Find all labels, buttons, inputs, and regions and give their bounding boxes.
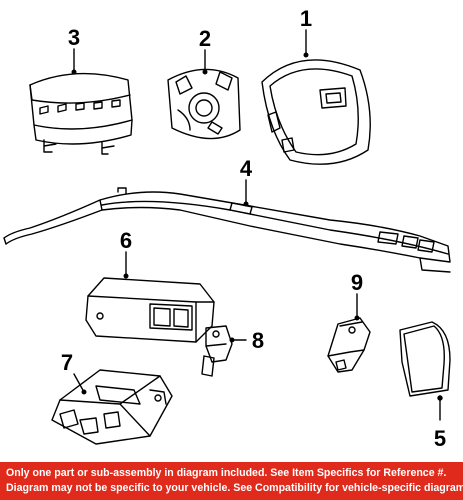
callout-5: 5 bbox=[434, 426, 446, 451]
callout-1: 1 bbox=[300, 6, 312, 31]
clockspring-illustration bbox=[167, 49, 241, 140]
callout-8: 8 bbox=[252, 328, 264, 353]
callout-4: 4 bbox=[240, 156, 253, 181]
callout-9: 9 bbox=[351, 270, 363, 295]
side-impact-sensor-illustration bbox=[327, 293, 371, 373]
side-airbag-illustration bbox=[399, 321, 451, 421]
disclaimer-line-1: Only one part or sub-assembly in diagram… bbox=[6, 467, 447, 479]
callout-2: 2 bbox=[199, 26, 211, 51]
callout-3: 3 bbox=[68, 25, 80, 50]
passenger-airbag-illustration bbox=[29, 48, 133, 155]
exploded-parts-diagram: 1 2 3 4 5 6 7 8 9 bbox=[3, 6, 451, 451]
diagram-canvas: 1 2 3 4 5 6 7 8 9 bbox=[3, 6, 451, 451]
control-module-illustration bbox=[85, 251, 215, 343]
driver-airbag-module-illustration bbox=[261, 29, 371, 165]
disclaimer-line-2: Diagram may not be specific to your vehi… bbox=[6, 482, 463, 494]
callout-6: 6 bbox=[120, 228, 132, 253]
callout-7: 7 bbox=[61, 350, 73, 375]
front-impact-sensor-illustration bbox=[201, 325, 247, 377]
curtain-airbag-illustration bbox=[3, 179, 451, 273]
disclaimer-banner: Only one part or sub-assembly in diagram… bbox=[0, 462, 463, 500]
control-module-bracket-illustration bbox=[51, 369, 173, 445]
